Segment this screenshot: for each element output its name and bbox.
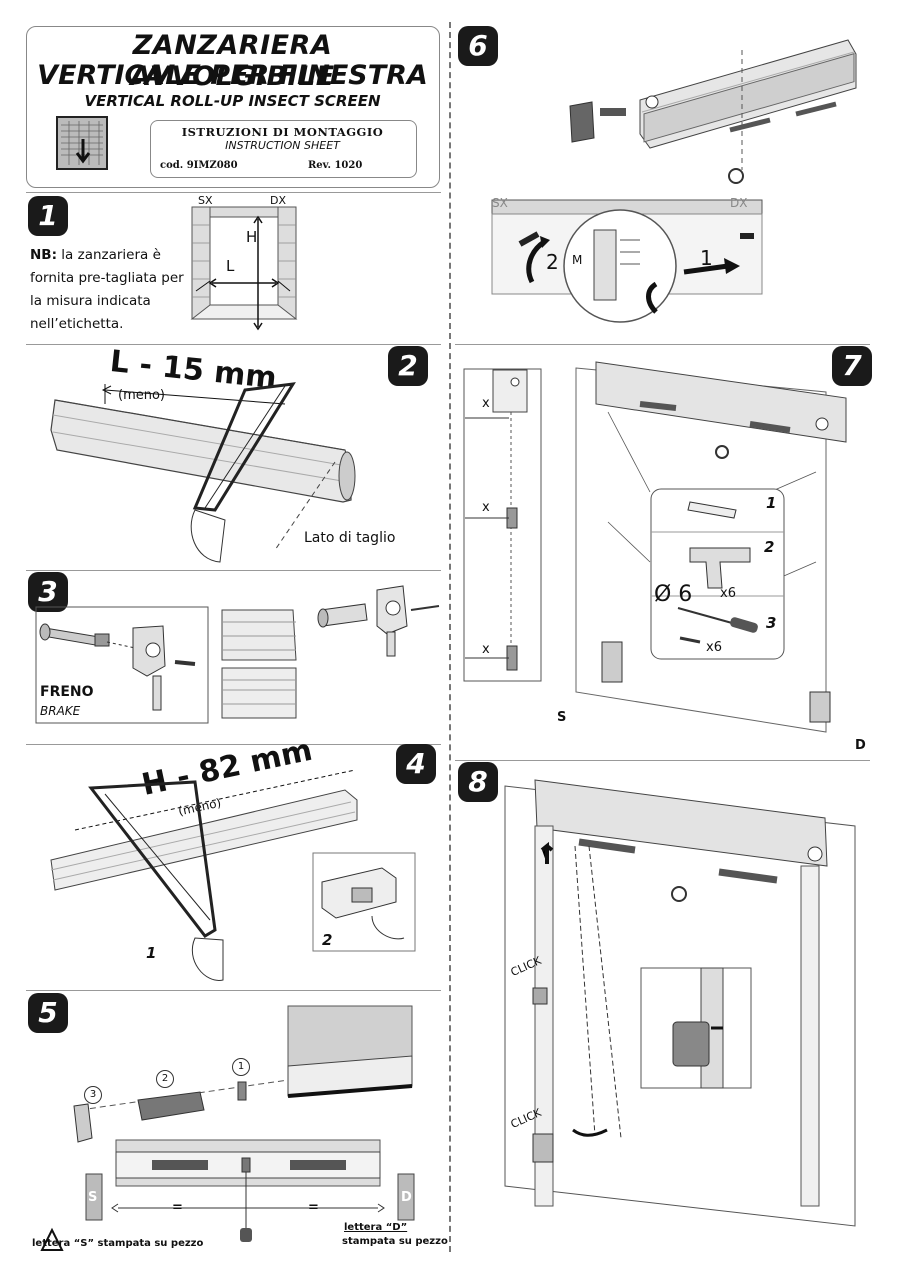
separator	[455, 760, 870, 761]
step-4-sub-2: 2	[322, 931, 333, 949]
step-1-sx: SX	[198, 194, 213, 207]
step-1-dx: DX	[270, 194, 287, 207]
step-8-badge: 8	[458, 762, 498, 802]
instruction-box	[150, 120, 417, 178]
title-line-2: VERTICALE PER FINESTRA	[37, 60, 428, 91]
separator	[26, 990, 441, 991]
title-box	[26, 26, 440, 188]
step-7-d: D	[855, 738, 866, 753]
step-3-badge: 3	[28, 572, 68, 612]
title-line-1: ZANZARIERA AVVOLGIBILE	[130, 30, 335, 92]
brake-box	[35, 606, 209, 724]
step-1-l: L	[226, 257, 235, 275]
callout-2: 2	[156, 1070, 174, 1088]
bottom-bar-parts-illustration	[40, 1005, 415, 1251]
note-d-1: lettera “D”	[344, 1222, 408, 1233]
profile-insert-box	[312, 852, 416, 952]
arrow-2-label: 2	[546, 250, 559, 274]
equal-left: =	[172, 1200, 183, 1215]
x-bottom: x	[482, 642, 490, 657]
equal-right: =	[308, 1200, 319, 1215]
tools-panel	[650, 488, 785, 660]
profile-detail	[221, 609, 297, 719]
separator	[26, 570, 441, 571]
step-6-sx: SX	[492, 196, 508, 210]
dowel-count: x6	[720, 586, 736, 601]
step-6-dx: DX	[730, 196, 748, 210]
separator	[455, 344, 870, 345]
s-letter: S	[88, 1190, 98, 1205]
step-7-s: S	[557, 710, 567, 725]
step-4-sub-1: 1	[146, 944, 157, 962]
separator	[26, 192, 441, 193]
drill-diameter: Ø 6	[654, 582, 693, 607]
step-1-note: NB: la zanzariera è fornita pre-tagliata…	[30, 244, 190, 336]
window-screen-icon	[56, 116, 108, 170]
side-bracket-positions	[463, 368, 542, 682]
step-6-badge: 6	[458, 26, 498, 66]
final-install-illustration	[504, 779, 856, 1227]
instructions-it: ISTRUZIONI DI MONTAGGIO	[181, 125, 384, 139]
cassette-endcap-illustration	[569, 39, 857, 184]
end-cap-assembly	[317, 585, 440, 657]
product-code: cod. 9IMZ080	[160, 160, 238, 171]
note-d-2: stampata su pezzo	[342, 1236, 448, 1247]
window-frame-illustration	[190, 206, 298, 331]
callout-1: 1	[232, 1058, 250, 1076]
brake-it: FRENO	[40, 684, 94, 700]
tool-2-label: 2	[764, 538, 775, 556]
step-5-badge: 5	[28, 993, 68, 1033]
arrow-1-label: 1	[700, 246, 713, 270]
note-s: lettera “S” stampata su pezzo	[32, 1238, 204, 1249]
step-1-badge: 1	[28, 196, 68, 236]
column-divider	[449, 22, 451, 1252]
step-2-badge: 2	[388, 346, 428, 386]
x-mid: x	[482, 500, 490, 515]
step-2-cut-side: Lato di taglio	[304, 530, 396, 546]
step-1-h: H	[246, 228, 258, 246]
callout-3: 3	[84, 1086, 102, 1104]
m-label: M	[572, 253, 583, 267]
installation-arrows-illustration	[491, 199, 763, 323]
revision: Rev. 1020	[308, 160, 363, 171]
tool-3-label: 3	[766, 614, 777, 632]
nb-text: la zanzariera è fornita pre-tagliata per…	[30, 247, 184, 332]
title-line-3: VERTICAL ROLL-UP INSECT SCREEN	[84, 92, 381, 110]
tool-1-label: 1	[766, 494, 777, 512]
step-7-badge: 7	[832, 346, 872, 386]
d-letter: D	[401, 1190, 412, 1205]
brake-en: BRAKE	[40, 704, 81, 718]
instructions-en: INSTRUCTION SHEET	[225, 139, 340, 152]
nb-label: NB:	[30, 247, 57, 263]
cassette-cut-illustration	[50, 382, 356, 563]
separator	[26, 344, 441, 345]
step-4-badge: 4	[396, 744, 436, 784]
separator	[26, 744, 441, 745]
screw-count: x6	[706, 640, 722, 655]
x-top: x	[482, 396, 490, 411]
window-cassette-mounting	[575, 361, 847, 733]
side-profile-cut-illustration	[50, 769, 358, 981]
